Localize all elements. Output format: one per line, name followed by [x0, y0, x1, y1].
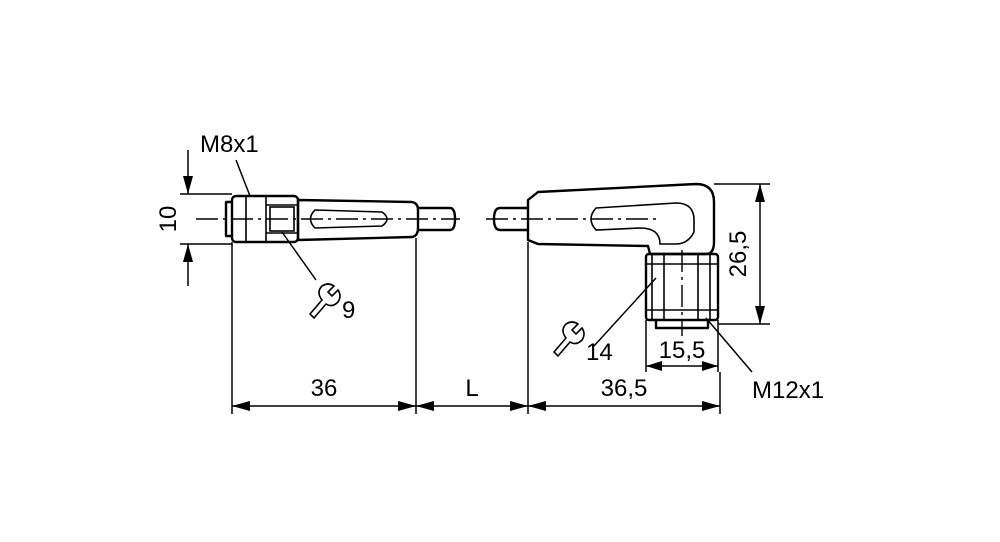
wrench-icon	[308, 283, 341, 320]
label-dia-left: 10	[155, 206, 182, 233]
label-wrench-left: 9	[342, 297, 355, 324]
label-len-left: 36	[311, 375, 338, 402]
label-len-right: 36,5	[601, 375, 648, 402]
label-nut-width: 15,5	[659, 337, 706, 364]
dim-left-diameter: 10	[155, 150, 232, 286]
label-height-right: 26,5	[725, 231, 752, 278]
label-thread-right: M12x1	[752, 377, 824, 404]
wrench-icon	[552, 321, 585, 358]
label-wrench-right: 14	[586, 339, 613, 366]
dim-right-height: 26,5	[714, 183, 770, 325]
label-thread-left: M8x1	[200, 131, 259, 158]
left-body	[296, 198, 420, 242]
label-len-cable: L	[465, 375, 478, 402]
dim-lengths: 36 L 36,5	[231, 238, 721, 414]
dim-nut-width: 15,5	[645, 320, 719, 372]
